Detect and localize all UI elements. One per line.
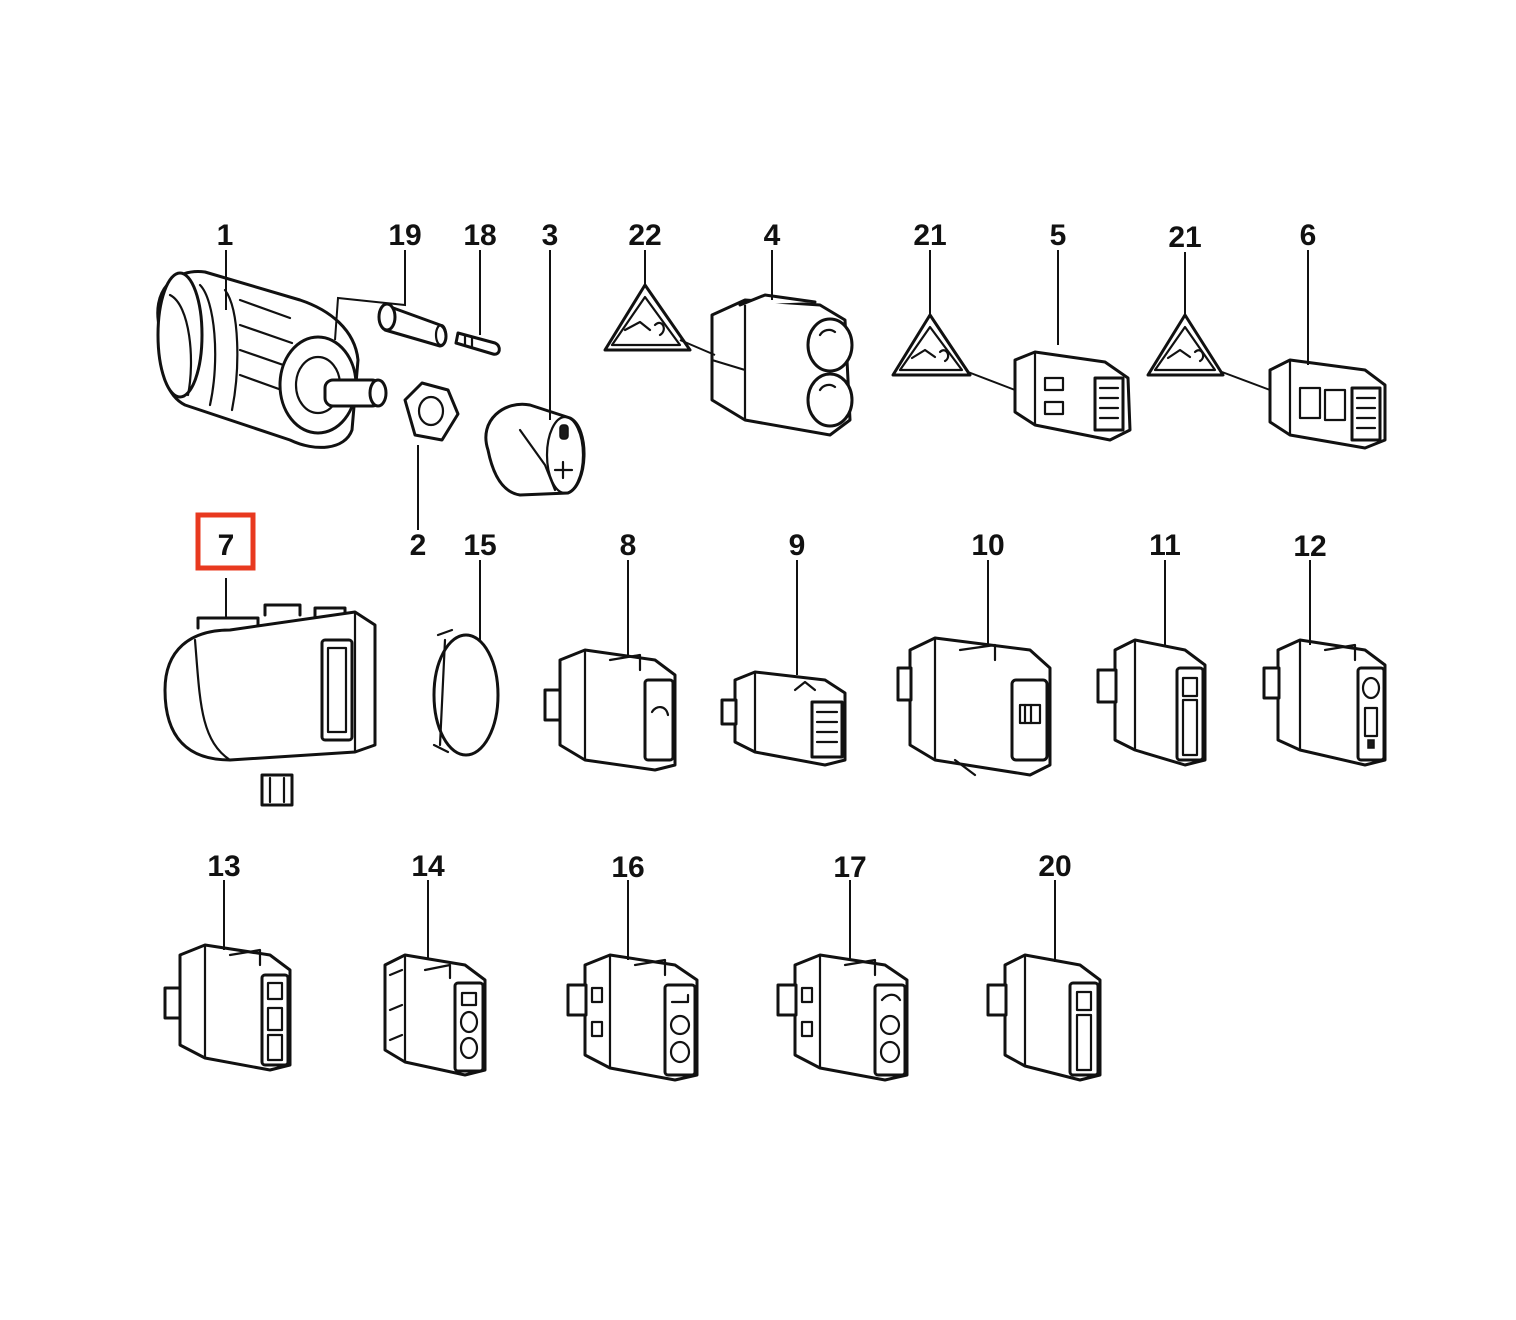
part-21-warning-label-a[interactable] xyxy=(891,313,972,377)
callout-1: 1 xyxy=(217,219,234,252)
part-13-switch[interactable] xyxy=(163,943,292,1072)
callout-17: 17 xyxy=(833,851,866,884)
part-21-warning-label-b[interactable] xyxy=(1146,313,1225,377)
callout-5: 5 xyxy=(1050,219,1067,252)
callout-19: 19 xyxy=(388,219,421,252)
part-15-lens[interactable] xyxy=(432,628,500,757)
callout-9: 9 xyxy=(789,529,806,562)
callout-12: 12 xyxy=(1293,530,1326,563)
part-14-switch[interactable] xyxy=(383,953,487,1077)
part-7-switch-housing[interactable] xyxy=(163,603,377,807)
callout-11: 11 xyxy=(1149,529,1181,562)
part-3-knob[interactable] xyxy=(484,402,586,497)
part-16-switch[interactable] xyxy=(566,953,699,1082)
callout-3: 3 xyxy=(542,219,559,252)
callout-22: 22 xyxy=(628,219,661,252)
callout-16: 16 xyxy=(611,851,644,884)
callout-labels: 1 19 18 3 22 4 21 5 21 6 7 2 15 8 9 10 1… xyxy=(195,219,1327,884)
callout-7-highlight-box xyxy=(195,512,256,571)
part-5-switch[interactable] xyxy=(1013,350,1132,442)
callout-18: 18 xyxy=(463,219,496,252)
callout-15: 15 xyxy=(463,529,496,562)
callout-7[interactable]: 7 xyxy=(218,529,235,562)
callout-4: 4 xyxy=(764,219,781,252)
callout-8: 8 xyxy=(620,529,637,562)
part-22-warning-label[interactable] xyxy=(603,283,692,352)
part-9-switch[interactable] xyxy=(720,670,847,767)
part-12-switch[interactable] xyxy=(1262,638,1387,767)
part-11-switch[interactable] xyxy=(1096,638,1207,767)
part-18-bulb[interactable] xyxy=(454,331,501,356)
callout-20: 20 xyxy=(1038,850,1071,883)
part-10-switch[interactable] xyxy=(896,636,1052,777)
callout-6: 6 xyxy=(1300,219,1317,252)
part-19-pin[interactable] xyxy=(377,302,448,348)
part-4-double-button[interactable] xyxy=(710,293,854,437)
part-17-switch[interactable] xyxy=(776,953,909,1082)
part-8-switch[interactable] xyxy=(543,648,677,772)
callout-21-first: 21 xyxy=(913,219,946,252)
callout-21-second: 21 xyxy=(1168,221,1201,254)
part-6-switch[interactable] xyxy=(1268,358,1387,450)
callout-14: 14 xyxy=(411,850,445,883)
part-2-nut[interactable] xyxy=(403,381,460,442)
callout-13: 13 xyxy=(207,850,240,883)
callout-10: 10 xyxy=(971,529,1004,562)
part-20-switch[interactable] xyxy=(986,953,1102,1082)
leader-lines xyxy=(223,250,1311,962)
part-1-rotary-switch[interactable] xyxy=(156,270,388,449)
callout-2: 2 xyxy=(410,529,427,562)
